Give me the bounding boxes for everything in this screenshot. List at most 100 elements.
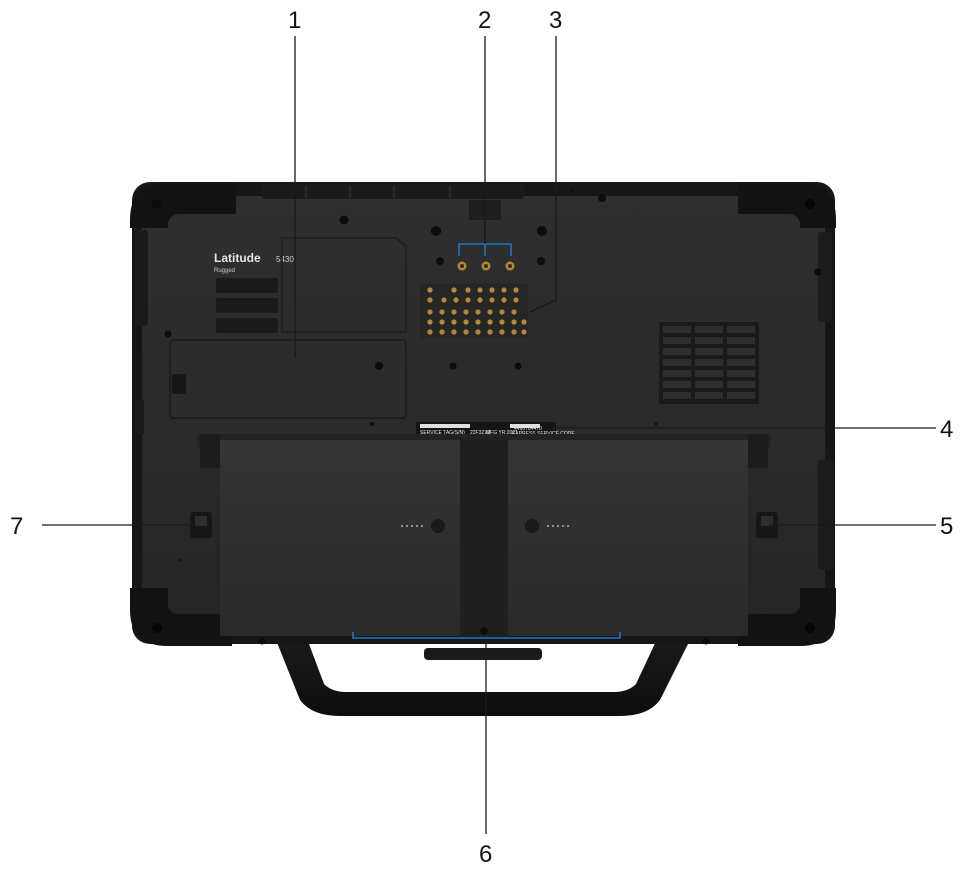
battery-right	[508, 440, 748, 636]
battery-right-gauge-button[interactable]	[525, 519, 539, 533]
vent-slat	[695, 370, 723, 377]
pogo-pin	[427, 309, 433, 315]
pogo-pin	[439, 319, 445, 325]
callout-4: 4	[940, 416, 953, 443]
pogo-pin	[427, 329, 433, 335]
vent-slat	[663, 348, 691, 355]
vent-slat	[727, 326, 755, 333]
handle-grip	[424, 648, 542, 660]
vent-slat	[663, 359, 691, 366]
pogo-pin	[499, 319, 505, 325]
service-tag-value: 22F3ZX2	[470, 430, 491, 436]
vent-slat	[695, 359, 723, 366]
service-tag-caption: SERVICE TAG(S/N)	[420, 430, 465, 436]
pogo-pin	[511, 329, 517, 335]
callout-6: 6	[479, 841, 492, 868]
pogo-pin	[465, 287, 471, 293]
model-number: 5430	[276, 255, 294, 264]
pogo-pin	[427, 297, 433, 303]
charge-led	[556, 524, 560, 528]
pogo-pin	[475, 329, 481, 335]
pogo-pin	[487, 309, 493, 315]
bumper-top-left	[130, 182, 236, 228]
pogo-pin	[463, 329, 469, 335]
bumper-bottom-right	[738, 588, 836, 646]
vent-slat	[695, 348, 723, 355]
pogo-pin	[477, 287, 483, 293]
model-name: Latitude	[214, 251, 261, 265]
vent-slat	[695, 337, 723, 344]
battery-latch-left[interactable]	[190, 512, 212, 538]
pogo-pin	[453, 297, 459, 303]
vent-slats	[663, 326, 755, 399]
pogo-pin	[487, 329, 493, 335]
vent-slat	[727, 348, 755, 355]
dock-area	[375, 188, 606, 370]
highlight-bracket-batteries	[352, 632, 621, 639]
pogo-pin	[513, 297, 519, 303]
left-vent-slots	[216, 278, 278, 333]
callout-3: 3	[549, 7, 562, 34]
pogo-pin	[499, 309, 505, 315]
pogo-pin	[513, 287, 519, 293]
battery-latch-right[interactable]	[756, 512, 778, 538]
battery-left-charge-leds	[400, 524, 424, 528]
pogo-pin	[477, 297, 483, 303]
pogo-pin	[463, 319, 469, 325]
battery-left	[220, 440, 460, 636]
pogo-pin	[501, 287, 507, 293]
left-side-ports	[134, 230, 148, 326]
top-port-strip	[262, 183, 524, 199]
pogo-pin	[465, 297, 471, 303]
pogo-pin	[439, 309, 445, 315]
charge-led	[551, 524, 555, 528]
pogo-pin	[521, 329, 527, 335]
vent-slat	[663, 381, 691, 388]
pogo-pin	[499, 329, 505, 335]
bumper-top-right	[738, 182, 836, 228]
callout-1: 1	[288, 7, 301, 34]
pogo-pin-connector	[420, 284, 528, 338]
pogo-pin	[439, 329, 445, 335]
bumper-bottom-left	[130, 588, 232, 646]
vent-slat	[727, 337, 755, 344]
pogo-pin	[451, 329, 457, 335]
pogo-pins	[427, 287, 527, 335]
vent-slat	[695, 381, 723, 388]
charge-led	[400, 524, 404, 528]
vent-slat	[695, 392, 723, 399]
pogo-pin	[451, 319, 457, 325]
callout-5: 5	[940, 513, 953, 540]
pogo-pin	[463, 309, 469, 315]
charge-led	[420, 524, 424, 528]
charge-led	[546, 524, 550, 528]
vent-slat	[695, 326, 723, 333]
pogo-pin	[441, 297, 447, 303]
bay-door	[169, 339, 407, 419]
pogo-pin	[501, 297, 507, 303]
vent-slat	[663, 392, 691, 399]
pogo-pin	[475, 319, 481, 325]
callout-2: 2	[478, 7, 491, 34]
pogo-pin	[427, 287, 433, 293]
pogo-pin	[475, 309, 481, 315]
pogo-pin	[451, 287, 457, 293]
right-side-ports	[818, 232, 832, 322]
vent-slat	[727, 370, 755, 377]
vent-slat	[663, 326, 691, 333]
charge-led	[566, 524, 570, 528]
pogo-pin	[489, 287, 495, 293]
carry-handle	[268, 620, 700, 716]
pogo-pin	[521, 319, 527, 325]
pogo-pin	[511, 319, 517, 325]
vent-slat	[663, 370, 691, 377]
pogo-pin	[487, 319, 493, 325]
charge-led	[415, 524, 419, 528]
mfg-date: MFG YR:2021	[486, 430, 518, 436]
pogo-pin	[511, 309, 517, 315]
pogo-pin	[451, 309, 457, 315]
battery-left-gauge-button[interactable]	[431, 519, 445, 533]
upper-compartment-outline	[281, 237, 407, 333]
charge-led	[561, 524, 565, 528]
